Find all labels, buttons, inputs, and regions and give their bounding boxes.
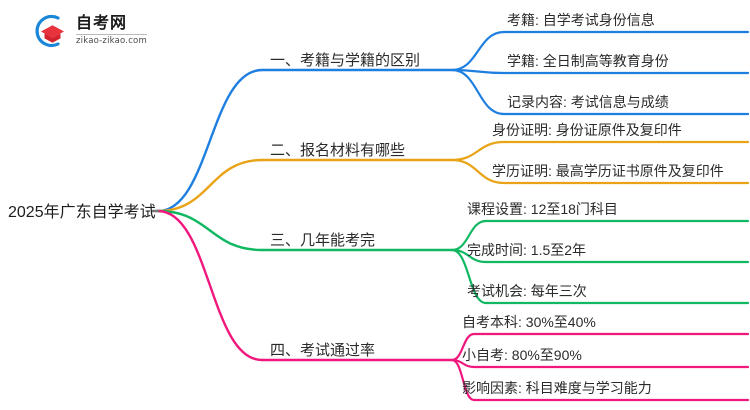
branch-node-2[interactable]: 二、报名材料有哪些 — [270, 142, 406, 159]
logo-text: 自考网 zikao-zikao.com — [76, 16, 147, 46]
logo-domain: zikao-zikao.com — [76, 36, 147, 47]
mindmap-root-node[interactable]: 2025年广东自学考试 — [8, 204, 156, 221]
leaf-node-4-2[interactable]: 小自考: 80%至90% — [462, 347, 582, 363]
leaf-node-1-3[interactable]: 记录内容: 考试信息与成绩 — [507, 94, 669, 110]
site-logo: 自考网 zikao-zikao.com — [28, 10, 178, 52]
branch-node-4[interactable]: 四、考试通过率 — [270, 342, 376, 359]
branch-node-1[interactable]: 一、考籍与学籍的区别 — [270, 52, 421, 69]
leaf-node-3-2[interactable]: 完成时间: 1.5至2年 — [467, 242, 587, 258]
graduation-cap-icon — [28, 11, 70, 51]
leaf-node-3-1[interactable]: 课程设置: 12至18门科目 — [467, 201, 618, 217]
leaf-node-1-2[interactable]: 学籍: 全日制高等教育身份 — [507, 53, 669, 69]
leaf-node-4-1[interactable]: 自考本科: 30%至40% — [462, 314, 596, 330]
leaf-node-2-2[interactable]: 学历证明: 最高学历证书原件及复印件 — [492, 163, 724, 179]
logo-name: 自考网 — [76, 16, 147, 36]
leaf-node-3-3[interactable]: 考试机会: 每年三次 — [467, 283, 587, 299]
leaf-node-2-1[interactable]: 身份证明: 身份证原件及复印件 — [492, 122, 682, 138]
leaf-node-4-3[interactable]: 影响因素: 科目难度与学习能力 — [462, 380, 652, 396]
branch-node-3[interactable]: 三、几年能考完 — [270, 232, 376, 249]
leaf-node-1-1[interactable]: 考籍: 自学考试身份信息 — [507, 12, 655, 28]
